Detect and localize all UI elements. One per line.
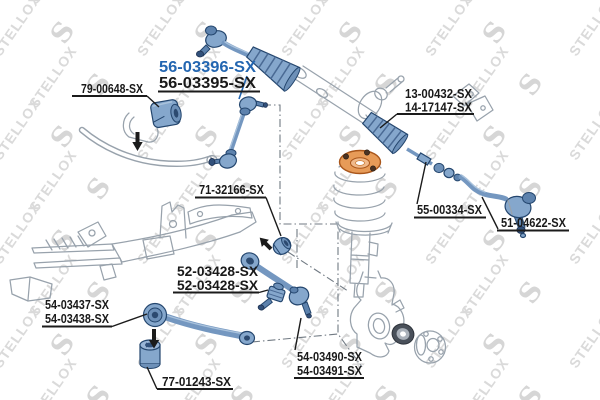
tie-rod-inner [406,147,462,182]
strut [335,221,393,298]
part-number-tie-rod-end: 51-04622-SX [501,215,566,230]
steering-knuckle [349,270,405,358]
arm-bushing-front [139,339,161,369]
part-number-arm-front-b: 54-03438-SX [45,311,109,326]
part-number-ball-joint-a2: 52-03428-SX [177,277,259,293]
strut-top-mount [338,149,382,175]
part-number-ball-joint-b2: 54-03491-SX [297,363,362,378]
wheel-bearing [391,323,415,345]
part-number-arm-front-a: 54-03437-SX [45,297,109,312]
arrow-down-left-arm-bushing [259,237,273,251]
part-number-labels: 56-03396-SX 56-03395-SX 79-00648-SX 13-0… [45,59,566,389]
construction-lines [251,104,363,368]
tie-rod-end-right [458,174,536,239]
part-number-ball-joint-a1: 52-03428-SX [177,263,259,279]
rack-boot-left [245,46,301,92]
part-number-tie-rod-inner: 55-00334-SX [417,202,482,217]
part-number-stab-bushing: 79-00648-SX [81,81,143,96]
tie-rod-end-left [195,25,255,60]
part-number-arm-front-bushing: 77-01243-SX [162,374,231,389]
control-arm-front [142,302,256,346]
part-number-rack-boot-a: 13-00432-SX [405,86,472,101]
subframe [9,201,257,302]
arrow-down-stab-bushing [132,132,143,151]
part-number-stab-link-highlight[interactable]: 56-03396-SX [159,59,257,76]
label-leader-lines [42,75,569,390]
wheel-hub [413,330,447,364]
part-number-stab-link-alt: 56-03395-SX [159,75,257,92]
arrow-down-front-arm-bushing [148,329,160,349]
stabilizer-link [208,96,268,169]
part-number-arm-rear-bushing: 71-32166-SX [199,182,264,197]
arm-bushing-rear [272,237,292,256]
control-arm-rear [240,252,312,319]
part-number-ball-joint-b1: 54-03490-SX [297,349,362,364]
stabilizer-bar [78,126,218,168]
ball-joint-small [257,282,286,311]
rack-boot-right [361,111,409,155]
part-number-rack-boot-b: 14-17147-SX [405,100,472,115]
